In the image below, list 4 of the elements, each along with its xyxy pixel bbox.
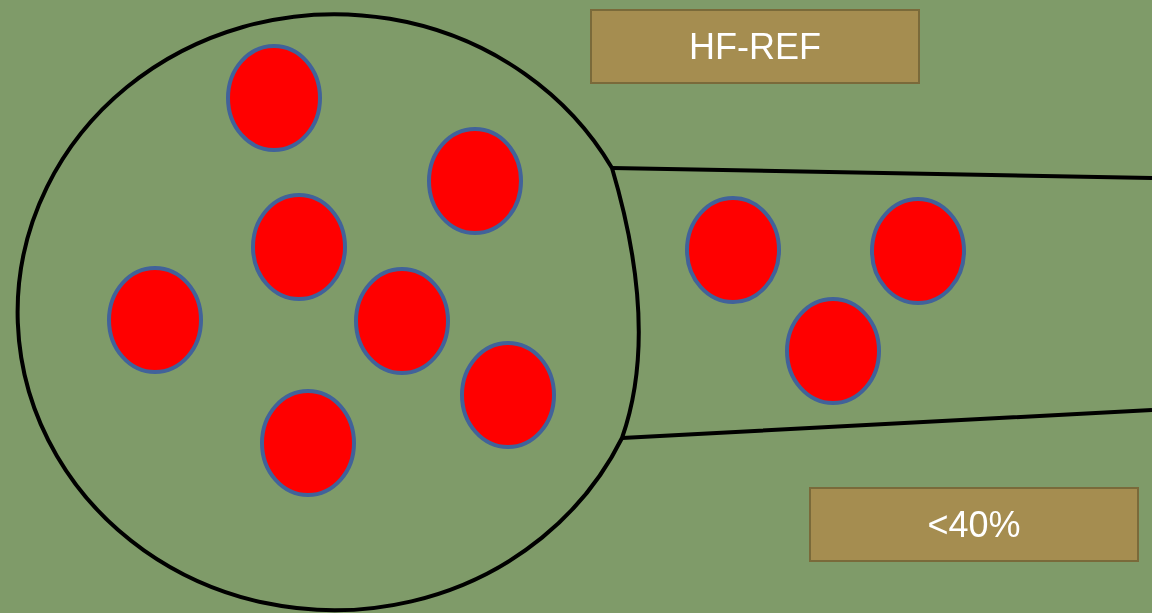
label-text: <40% bbox=[927, 503, 1021, 546]
label-text: HF-REF bbox=[689, 25, 821, 68]
label-box bbox=[590, 9, 920, 84]
label-box bbox=[809, 487, 1139, 562]
